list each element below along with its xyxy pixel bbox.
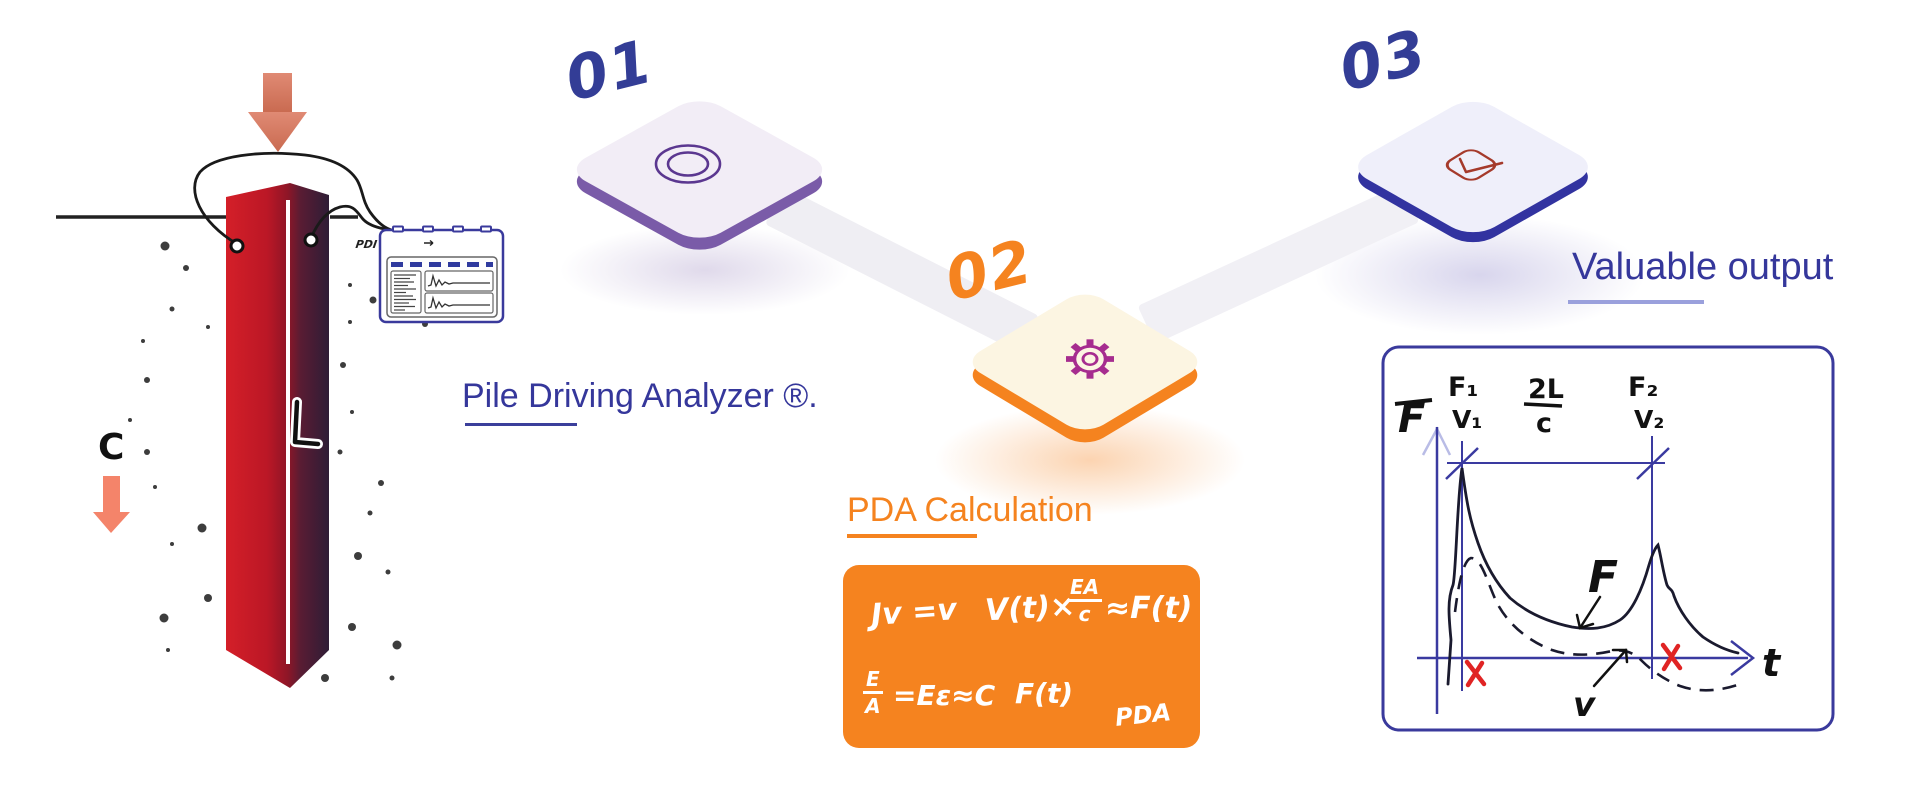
sensor-wires <box>193 151 425 246</box>
step1-label: Pile Driving Analyzer ®. <box>462 377 818 415</box>
device-logo-arrow <box>424 239 434 247</box>
step3-underline <box>1568 300 1704 304</box>
device-menu-lines <box>394 274 416 311</box>
c-arrow-icon <box>93 476 130 533</box>
formula-ft: F(t) <box>1015 677 1074 710</box>
chart-frame <box>1381 345 1835 732</box>
force-curve-arrow <box>1575 595 1602 630</box>
impact-arrow-icon <box>248 73 307 152</box>
formula-ea-over-c: EA c <box>1067 577 1103 624</box>
pile <box>226 183 329 688</box>
soil-dots <box>128 241 428 682</box>
velocity-curve <box>1453 556 1744 692</box>
device-waveforms <box>427 273 490 310</box>
step2-underline <box>847 534 977 538</box>
t1-slash <box>1445 447 1479 480</box>
force-curve <box>1446 467 1740 686</box>
gear-icon <box>1066 339 1114 379</box>
formula-pda: PDA <box>1113 698 1173 732</box>
l-bracket-icon <box>290 397 323 449</box>
red-x-mark-1 <box>1464 659 1487 688</box>
x-axis-arrowhead <box>1730 640 1756 676</box>
sensor-rings-icon <box>654 144 722 184</box>
peak2-velocity-label: V₂ <box>1634 405 1664 434</box>
strain-sensors <box>229 232 319 254</box>
t2-slash <box>1636 447 1670 480</box>
step2-label: PDA Calculation <box>847 491 1093 529</box>
interval-fraction-bar <box>1523 402 1563 408</box>
peak2-force-label: F₂ <box>1628 372 1658 403</box>
velocity-curve-label: v <box>1573 685 1597 725</box>
device-notches <box>392 225 492 233</box>
velocity-curve-arrow <box>1592 648 1629 688</box>
wave-speed-label: C <box>98 427 124 468</box>
x-axis-label: t <box>1762 641 1782 685</box>
formula-strain: =Eε≈C <box>893 679 996 712</box>
device-waveform-box-1 <box>424 270 494 292</box>
pda-formula-panel: Jv =v V(t)× EA c ≈F(t) E A =Eε≈C F(t) PD… <box>843 565 1200 748</box>
pile-illustration: C PDI <box>56 73 505 688</box>
peak1-force-label: F₁ <box>1448 372 1478 403</box>
step3-label: Valuable output <box>1572 246 1834 288</box>
force-velocity-chart: F t F₁ V₁ 2L c F₂ V₂ F v <box>1381 345 1835 732</box>
step2-number: 02 <box>938 226 1041 316</box>
y-axis-label-bar <box>1394 398 1433 406</box>
red-x-mark-2 <box>1660 642 1683 672</box>
formula-e-over-a: E A <box>863 669 883 716</box>
force-curve-label: F <box>1588 552 1618 603</box>
interval-numerator: 2L <box>1528 374 1564 405</box>
step1-number: 01 <box>558 26 661 116</box>
device-logo: PDI <box>355 238 378 251</box>
output-check-icon <box>1445 149 1504 181</box>
device-waveform-box-2 <box>424 292 494 314</box>
peak1-velocity-label: V₁ <box>1452 405 1482 434</box>
step3-number: 03 <box>1332 16 1435 106</box>
formula-jv: Jv =v <box>869 592 958 633</box>
step1-underline <box>465 423 577 426</box>
interval-denominator: c <box>1536 408 1552 439</box>
pda-device: PDI <box>355 225 505 324</box>
formula-vt: V(t)× <box>984 588 1076 629</box>
formula-ft-right: ≈F(t) <box>1105 591 1193 626</box>
